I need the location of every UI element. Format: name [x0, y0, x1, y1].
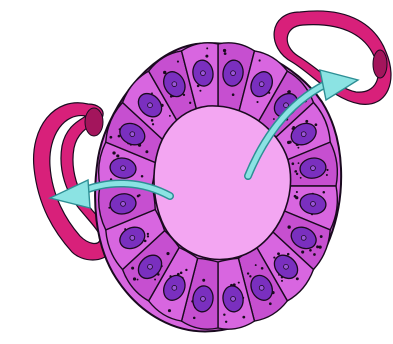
secretory-granule [232, 93, 235, 96]
secretory-granule [137, 279, 139, 281]
nucleolus [148, 103, 153, 108]
nucleolus [148, 264, 153, 269]
secretory-granule [277, 252, 280, 255]
secretory-granule [273, 118, 275, 120]
secretory-granule [189, 102, 191, 104]
nucleolus [172, 285, 177, 290]
secretory-granule [320, 235, 323, 238]
secretory-granule [249, 275, 251, 277]
secretory-granule [112, 151, 115, 154]
secretory-granule [256, 101, 258, 103]
nucleolus [231, 296, 236, 301]
secretory-granule [261, 267, 264, 270]
nucleolus [259, 82, 264, 87]
secretory-granule [152, 123, 154, 125]
secretory-granule [133, 277, 136, 280]
nucleolus [130, 235, 135, 240]
secretory-granule [296, 191, 298, 193]
secretory-granule [206, 47, 208, 49]
nucleolus [259, 285, 264, 290]
secretory-granule [305, 120, 308, 123]
nucleolus [311, 166, 316, 171]
secretory-granule [169, 115, 171, 117]
secretory-granule [295, 170, 297, 172]
secretory-granule [298, 162, 300, 164]
secretory-granule [223, 49, 226, 52]
secretory-granule [319, 246, 322, 249]
secretory-granule [225, 321, 227, 323]
secretory-granule [224, 52, 227, 55]
nucleolus [311, 201, 316, 206]
secretory-granule [205, 55, 208, 58]
secretory-granule [273, 257, 275, 259]
secretory-granule [154, 279, 156, 281]
secretory-granule [281, 280, 283, 282]
secretory-granule [185, 269, 187, 271]
secretory-granule [202, 279, 205, 282]
secretory-granule [269, 302, 272, 305]
secretory-granule [166, 252, 169, 255]
secretory-granule [147, 233, 149, 235]
secretory-granule [287, 253, 290, 256]
secretory-granule [259, 59, 261, 61]
secretory-granule [145, 150, 148, 153]
capillary-right-lumen [373, 50, 387, 78]
secretory-granule [292, 162, 295, 165]
secretory-granule [109, 136, 112, 139]
nucleolus [172, 82, 177, 87]
secretory-granule [141, 175, 144, 178]
nucleolus [201, 296, 206, 301]
secretory-granule [300, 177, 302, 179]
secretory-granule [296, 173, 298, 175]
capillary-left-lumen [85, 108, 103, 136]
secretory-granule [326, 169, 328, 171]
nucleolus [121, 166, 126, 171]
nucleolus [301, 235, 306, 240]
secretory-granule [297, 147, 299, 149]
secretory-granule [131, 267, 134, 270]
secretory-granule [323, 191, 326, 194]
secretory-granule [247, 272, 249, 274]
secretory-granule [315, 123, 318, 126]
secretory-granule [180, 271, 183, 274]
nucleolus [130, 132, 135, 137]
secretory-granule [301, 250, 304, 253]
nucleolus [284, 264, 289, 269]
secretory-granule [289, 141, 292, 144]
secretory-granule [147, 235, 149, 237]
secretory-granule [309, 249, 312, 252]
secretory-granule [199, 90, 201, 92]
secretory-granule [116, 154, 119, 157]
secretory-granule [223, 313, 225, 315]
secretory-granule [296, 277, 299, 280]
secretory-granule [168, 309, 171, 312]
secretory-granule [326, 174, 328, 176]
secretory-granule [193, 317, 196, 320]
nucleolus [301, 132, 306, 137]
secretory-granule [288, 90, 291, 93]
nucleolus [201, 71, 206, 76]
nucleolus [231, 71, 236, 76]
secretory-granule [238, 282, 240, 284]
secretory-granule [313, 253, 316, 256]
secretory-granule [255, 264, 257, 266]
secretory-granule [138, 194, 140, 196]
secretory-granule [242, 316, 245, 319]
secretory-granule [177, 60, 179, 62]
secretory-granule [287, 225, 290, 228]
secretory-granule [151, 119, 154, 122]
secretory-granule [294, 195, 297, 198]
nucleolus [121, 201, 126, 206]
